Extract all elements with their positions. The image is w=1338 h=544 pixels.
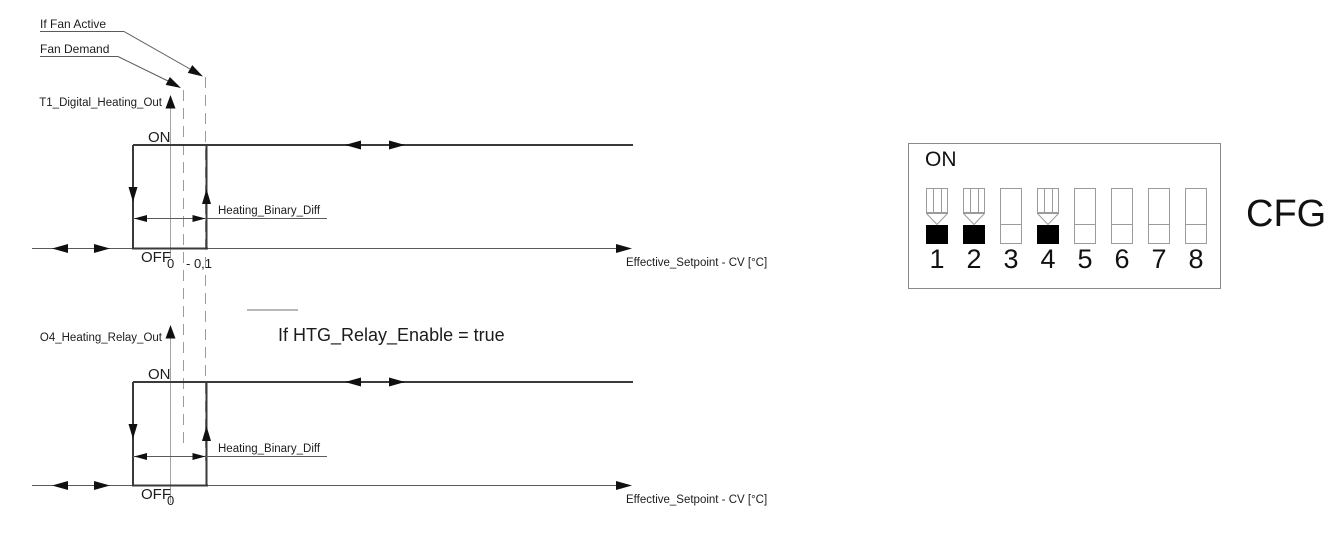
- switch-knob: [1037, 225, 1059, 244]
- dip-switch-up: [1074, 188, 1096, 244]
- chevron-down-icon: [963, 213, 985, 225]
- diff-label: Heating_Binary_Diff: [218, 205, 321, 217]
- chevron-down-icon: [1037, 213, 1059, 225]
- chart-o4-heating-relay-out: O4_Heating_Relay_Out Effective_Setpoint …: [32, 325, 767, 508]
- dashed-guides: [183, 77, 206, 461]
- switch-knob: [926, 225, 948, 244]
- dim-arrow-left-icon: [134, 453, 147, 460]
- down-arrow-icon: [128, 187, 138, 202]
- chevron-down-icon: [926, 213, 948, 225]
- dip-switch-up: [1000, 188, 1022, 244]
- switch-number: 1: [929, 244, 945, 274]
- dip-switch-position-2: 2: [963, 188, 985, 274]
- relay-note-text: If HTG_Relay_Enable = true: [278, 325, 505, 346]
- dip-switch-up: [1185, 188, 1207, 244]
- dip-switch-row: 1 2 3 4 5 6: [926, 188, 1207, 274]
- switch-slot: [963, 188, 985, 213]
- dip-switch-position-3: 3: [1000, 188, 1022, 274]
- switch-slot: [1000, 188, 1022, 244]
- dip-switch-panel: ON 1 2 3: [908, 143, 1221, 289]
- dip-switch-down: [963, 188, 985, 244]
- dip-switch-position-1: 1: [926, 188, 948, 274]
- hysteresis-diagrams: If Fan Active Fan Demand T1_Digital_Heat…: [32, 17, 767, 508]
- switch-slot: [1148, 188, 1170, 244]
- x-axis-end-arrow-icon: [616, 244, 632, 253]
- fan-demand-label: Fan Demand: [40, 42, 109, 56]
- switch-slot: [1111, 188, 1133, 244]
- switch-slot: [1185, 188, 1207, 244]
- chart-t1-digital-heating-out: T1_Digital_Heating_Out Effective_Setpoin…: [32, 95, 767, 271]
- dip-switch-down: [1037, 188, 1059, 244]
- switch-number: 7: [1151, 244, 1167, 274]
- dip-switch-position-8: 8: [1185, 188, 1207, 274]
- dim-arrow-right-icon: [192, 453, 206, 460]
- x-axis-label: Effective_Setpoint - CV [°C]: [626, 257, 767, 269]
- tick-minus-diff: - 0,1: [186, 256, 212, 271]
- switch-number: 5: [1077, 244, 1093, 274]
- off-label: OFF: [141, 486, 171, 503]
- dip-switch-up: [1111, 188, 1133, 244]
- double-arrow-right-icon: [94, 481, 110, 490]
- dim-arrow-left-icon: [134, 215, 147, 222]
- x-axis-end-arrow-icon: [616, 481, 632, 490]
- switch-number: 4: [1040, 244, 1056, 274]
- tick-zero: 0: [167, 256, 174, 271]
- dip-switch-position-7: 7: [1148, 188, 1170, 274]
- on-label: ON: [148, 366, 171, 383]
- dip-switch-down: [926, 188, 948, 244]
- diff-label: Heating_Binary_Diff: [218, 443, 321, 455]
- x-axis-label: Effective_Setpoint - CV [°C]: [626, 494, 767, 506]
- y-axis-label: T1_Digital_Heating_Out: [39, 97, 163, 109]
- tick-zero: 0: [167, 493, 174, 508]
- switch-slot: [1074, 188, 1096, 244]
- switch-slot: [926, 188, 948, 213]
- double-arrow-left-icon: [345, 140, 361, 150]
- on-label: ON: [148, 129, 171, 146]
- double-arrow-right-icon: [389, 140, 405, 150]
- off-label: OFF: [141, 249, 171, 266]
- if-fan-active-label: If Fan Active: [40, 17, 106, 31]
- switch-number: 3: [1003, 244, 1019, 274]
- double-arrow-left-icon: [345, 377, 361, 387]
- dip-switch-position-5: 5: [1074, 188, 1096, 274]
- fan-leaders: If Fan Active Fan Demand: [40, 17, 203, 88]
- switch-number: 6: [1114, 244, 1130, 274]
- y-axis-arrow-icon: [165, 325, 176, 339]
- dip-on-label: ON: [925, 148, 957, 171]
- switch-slot: [1037, 188, 1059, 213]
- double-arrow-left-icon: [52, 481, 68, 490]
- double-arrow-left-icon: [52, 244, 68, 253]
- up-arrow-icon: [202, 426, 211, 441]
- y-axis-label: O4_Heating_Relay_Out: [40, 332, 163, 344]
- dip-switch-up: [1148, 188, 1170, 244]
- switch-knob: [963, 225, 985, 244]
- double-arrow-right-icon: [389, 377, 405, 387]
- dim-arrow-right-icon: [192, 215, 206, 222]
- double-arrow-right-icon: [94, 244, 110, 253]
- cfg-label: CFG: [1246, 193, 1327, 235]
- up-arrow-icon: [202, 189, 211, 204]
- leader-arrow-icon: [165, 76, 181, 88]
- down-arrow-icon: [128, 424, 138, 439]
- switch-number: 2: [966, 244, 982, 274]
- dip-switch-position-4: 4: [1037, 188, 1059, 274]
- leader-arrow-icon: [187, 65, 203, 77]
- switch-number: 8: [1188, 244, 1204, 274]
- relay-note: If HTG_Relay_Enable = true: [247, 309, 505, 346]
- dip-switch-position-6: 6: [1111, 188, 1133, 274]
- y-axis-arrow-icon: [165, 95, 176, 109]
